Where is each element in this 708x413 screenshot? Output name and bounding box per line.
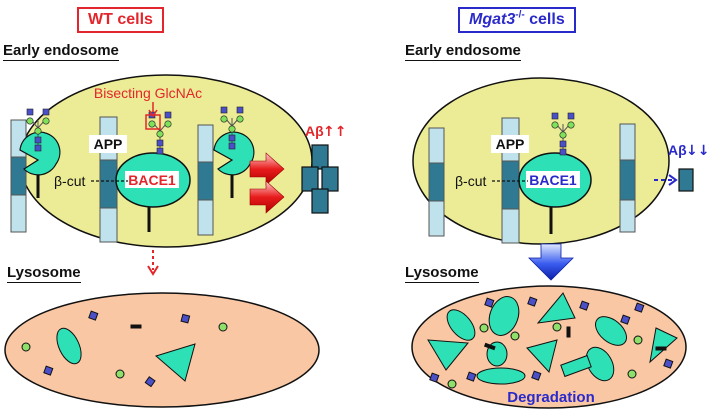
ko-release-arrow <box>654 174 678 186</box>
ko-bace1-label-bg <box>526 171 580 188</box>
ko-abeta-down-arrows: ↓↓ <box>686 143 708 159</box>
ko-lysosome-contents <box>427 292 678 389</box>
wt-app-right <box>197 124 214 236</box>
ko-title-suffix: cells <box>524 11 565 28</box>
wt-trafficking-arrow <box>147 250 159 276</box>
wt-bisecting-arrow <box>148 102 158 118</box>
wt-app-label: APP <box>94 136 123 152</box>
wt-release-arrow-top <box>249 152 285 186</box>
wt-bace1-small-left <box>19 108 61 198</box>
wt-bace1-small-right <box>213 106 255 198</box>
ko-trafficking-arrow <box>528 243 574 281</box>
ko-degradation-label: Degradation <box>507 389 595 406</box>
wt-app-label-bg <box>89 135 127 153</box>
ko-app-label: APP <box>496 136 525 152</box>
ko-abeta-monomer <box>678 168 694 192</box>
wt-bace1-label: BACE1 <box>128 172 176 188</box>
wt-panel-title: WT cells <box>77 7 164 33</box>
ko-app-label-bg <box>491 135 529 153</box>
wt-lysosome-label: Lysosome <box>7 264 81 283</box>
ko-app-left <box>428 127 445 237</box>
ko-early-endosome-label: Early endosome <box>405 42 521 61</box>
ko-panel: BACE1 APP β-cut Aβ ↓↓ <box>411 77 708 409</box>
ko-abeta-label: Aβ <box>668 142 687 158</box>
wt-bisecting-label: Bisecting GlcNAc <box>94 85 202 101</box>
ko-bace1-label: BACE1 <box>529 172 577 188</box>
wt-app-left <box>10 119 27 233</box>
ko-app-right <box>619 123 636 233</box>
wt-abeta-up-arrows: ↑↑ <box>323 124 346 140</box>
ko-genotype: -/- <box>515 9 525 21</box>
wt-cut-label: β-cut <box>54 173 86 189</box>
ko-panel-title: Mgat3-/- cells <box>458 7 576 33</box>
wt-bace1-label-bg <box>125 171 179 188</box>
wt-release-arrow-bottom <box>249 180 285 214</box>
wt-early-endosome-label: Early endosome <box>3 42 119 61</box>
wt-lysosome <box>4 292 320 408</box>
ko-lysosome-label: Lysosome <box>405 264 479 283</box>
wt-abeta-aggregate <box>301 144 339 214</box>
wt-lysosome-contents <box>21 310 228 388</box>
wt-abeta-label: Aβ <box>305 123 324 139</box>
wt-panel: BACE1 APP β-cut Bisecting GlcNAc Aβ ↑↑ <box>4 74 346 408</box>
ko-gene-name: Mgat3 <box>469 11 516 28</box>
ko-cut-label: β-cut <box>455 173 487 189</box>
